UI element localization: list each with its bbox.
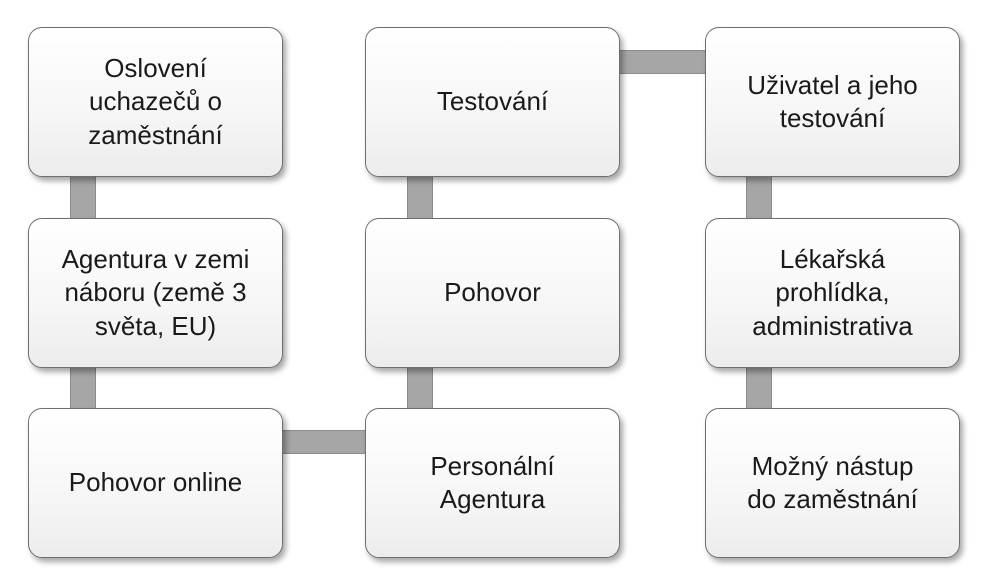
connector-uzivatel-lekarska bbox=[746, 170, 772, 226]
box-pohovor: Pohovor bbox=[365, 218, 620, 368]
box-uzivatel-testovani: Uživatel a jeho testování bbox=[705, 27, 960, 177]
box-mozny-nastup: Možný nástup do zaměstnání bbox=[705, 408, 960, 558]
box-label: Testování bbox=[436, 86, 549, 117]
box-personalni-agentura: Personální Agentura bbox=[365, 408, 620, 558]
box-label: Pohovor bbox=[444, 277, 541, 308]
box-osloveni-uchazecu: Oslovení uchazečů o zaměstnání bbox=[28, 27, 283, 177]
box-label: Uživatel a jeho testování bbox=[747, 69, 918, 133]
connector-pohovor-testovani bbox=[407, 170, 433, 226]
box-label: Agentura v zemi náboru (země 3 světa, EU… bbox=[61, 244, 250, 341]
connector-testovani-uzivatel bbox=[612, 50, 712, 74]
box-label: Pohovor online bbox=[68, 467, 243, 498]
box-label: Možný nástup do zaměstnání bbox=[747, 450, 918, 514]
box-pohovor-online: Pohovor online bbox=[28, 408, 283, 558]
box-agentura-v-zemi-naboru: Agentura v zemi náboru (země 3 světa, EU… bbox=[28, 218, 283, 368]
box-label: Oslovení uchazečů o zaměstnání bbox=[88, 53, 223, 150]
connector-pohovor-online-personalni bbox=[280, 430, 372, 454]
box-lekarska-prohlidka: Lékařská prohlídka, administrativa bbox=[705, 218, 960, 368]
box-label: Lékařská prohlídka, administrativa bbox=[752, 244, 913, 341]
box-label: Personální Agentura bbox=[430, 450, 555, 514]
box-testovani: Testování bbox=[365, 27, 620, 177]
